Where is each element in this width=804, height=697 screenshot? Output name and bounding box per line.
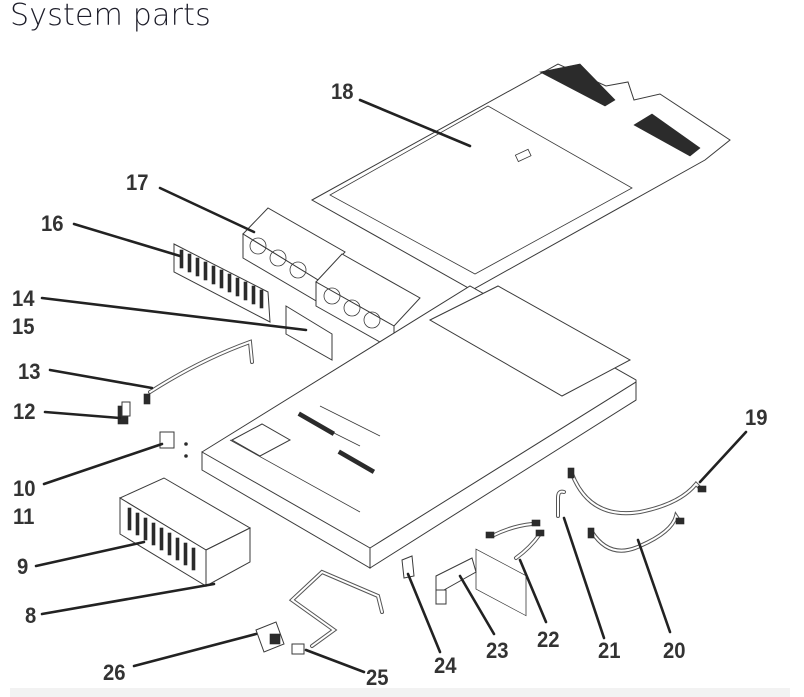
footer-divider [10,688,790,697]
leader-line-22 [518,558,548,624]
callout-14: 14 [12,286,35,311]
leader-line-21 [562,516,606,640]
callout-10: 10 [13,476,36,501]
callout-8: 8 [25,603,37,628]
short-cable-icon [485,519,545,560]
page-title: System parts [10,0,211,33]
callout-16: 16 [41,211,64,236]
cable-icon-19 [567,467,707,516]
leader-line-13 [48,368,154,390]
drive-cage-icon [118,477,252,587]
callout-26: 26 [103,660,126,685]
leader-line-26 [132,632,258,668]
leader-line-14 [40,296,308,332]
leader-line-8 [40,582,216,616]
leader-line-19 [698,430,748,484]
leader-line-16 [72,222,182,258]
callout-23: 23 [486,638,509,663]
callout-11: 11 [13,504,35,529]
top-cover-icon [310,63,731,291]
fan-module-icon [242,207,421,351]
module-icon [255,621,285,653]
callout-12: 12 [13,399,36,424]
circuit-board-icon [285,305,333,361]
leader-line-23 [458,574,496,636]
callout-24: 24 [434,653,457,678]
leader-line-24 [406,572,442,654]
leader-line-12 [43,410,122,420]
latch-icon [401,555,415,579]
small-bracket-icon [159,431,188,458]
callout-22: 22 [537,627,560,652]
backplane-icon [173,243,271,323]
leader-line-17 [158,186,256,234]
leader-line-18 [358,98,472,148]
leader-line-9 [34,540,146,568]
leader-line-10 [42,442,164,486]
usb-cable-icon [288,569,384,655]
hook-cable-icon [556,489,566,518]
callout-15: 15 [12,314,35,339]
callout-18: 18 [331,79,354,104]
server-chassis-icon [201,285,637,617]
leader-line-20 [636,538,672,634]
callout-21: 21 [598,638,621,663]
leader-line-25 [304,648,366,674]
callout-20: 20 [663,638,686,663]
callout-25: 25 [366,665,389,690]
bracket-icon [117,401,131,425]
callout-13: 13 [18,359,41,384]
plate-bracket-icon [435,557,477,605]
callout-9: 9 [17,554,29,579]
callout-17: 17 [126,170,149,195]
cable-icon-13 [143,339,254,405]
cable-icon-20 [587,511,685,553]
callout-19: 19 [745,405,768,430]
